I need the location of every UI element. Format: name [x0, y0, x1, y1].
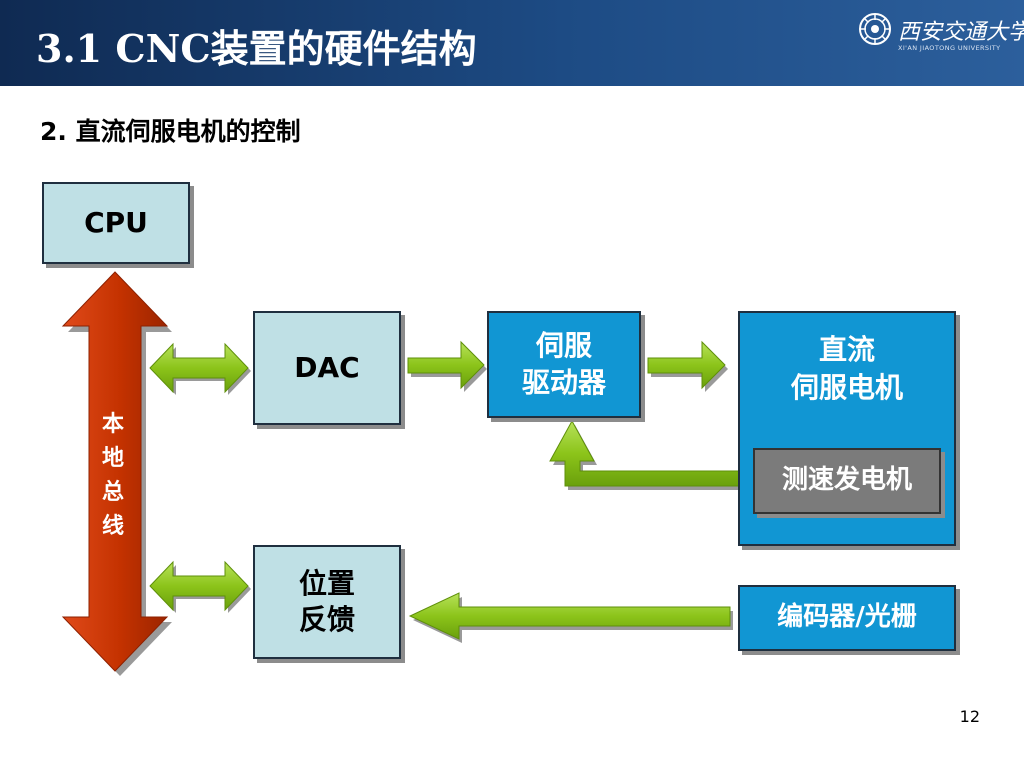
position-feedback-label-line1: 位置	[298, 566, 355, 600]
servo-driver-label-line2: 驱动器	[521, 365, 606, 399]
position-feedback-label-line2: 反馈	[298, 603, 355, 636]
dac-driver-arrow	[407, 340, 485, 390]
local-bus-char: 本	[101, 412, 124, 437]
bus-dac-arrow	[149, 342, 249, 394]
servo-driver-label-line1: 伺服	[535, 329, 592, 363]
servo-driver-box: 伺服 驱动器	[487, 311, 641, 418]
tachogenerator-box: 测速发电机	[753, 448, 941, 514]
position-feedback-box: 位置 反馈	[253, 545, 401, 659]
dac-box: DAC	[253, 311, 401, 425]
encoder-feedback-arrow	[408, 592, 731, 640]
local-bus-char: 地	[101, 446, 124, 472]
tachogenerator-label: 测速发电机	[781, 465, 912, 496]
slide-title: 3.1 CNC装置的硬件结构	[36, 26, 477, 71]
university-name-en: XI'AN JIAOTONG UNIVERSITY	[898, 44, 1001, 52]
cpu-box: CPU	[42, 182, 190, 264]
dc-servo-motor-label-line1: 直流	[818, 333, 875, 366]
university-logo: 西安交通大学 XI'AN JIAOTONG UNIVERSITY	[852, 8, 1024, 54]
local-bus-char: 总	[101, 480, 124, 506]
dc-servo-motor-label: 直流 伺服电机	[740, 331, 954, 407]
driver-motor-arrow	[647, 340, 726, 390]
encoder-box: 编码器/光栅	[738, 585, 956, 651]
page-number: 12	[959, 707, 980, 726]
local-bus-label: 本 地 总 线	[96, 408, 130, 544]
encoder-label: 编码器/光栅	[777, 602, 917, 633]
local-bus-arrow	[61, 271, 169, 672]
university-name-cn: 西安交通大学	[898, 20, 1024, 45]
university-seal-icon	[859, 13, 891, 45]
slide-header: 3.1 CNC装置的硬件结构 西安交通大学 XI'AN JIAOTONG UNI…	[0, 0, 1024, 86]
dc-servo-motor-label-line2: 伺服电机	[790, 370, 903, 404]
local-bus-char: 线	[101, 514, 124, 540]
dac-label: DAC	[294, 350, 360, 384]
cpu-label: CPU	[84, 205, 148, 239]
bus-feedback-arrow	[149, 560, 249, 612]
section-subtitle: 2. 直流伺服电机的控制	[40, 117, 301, 146]
tacho-feedback-arrow	[549, 419, 751, 487]
